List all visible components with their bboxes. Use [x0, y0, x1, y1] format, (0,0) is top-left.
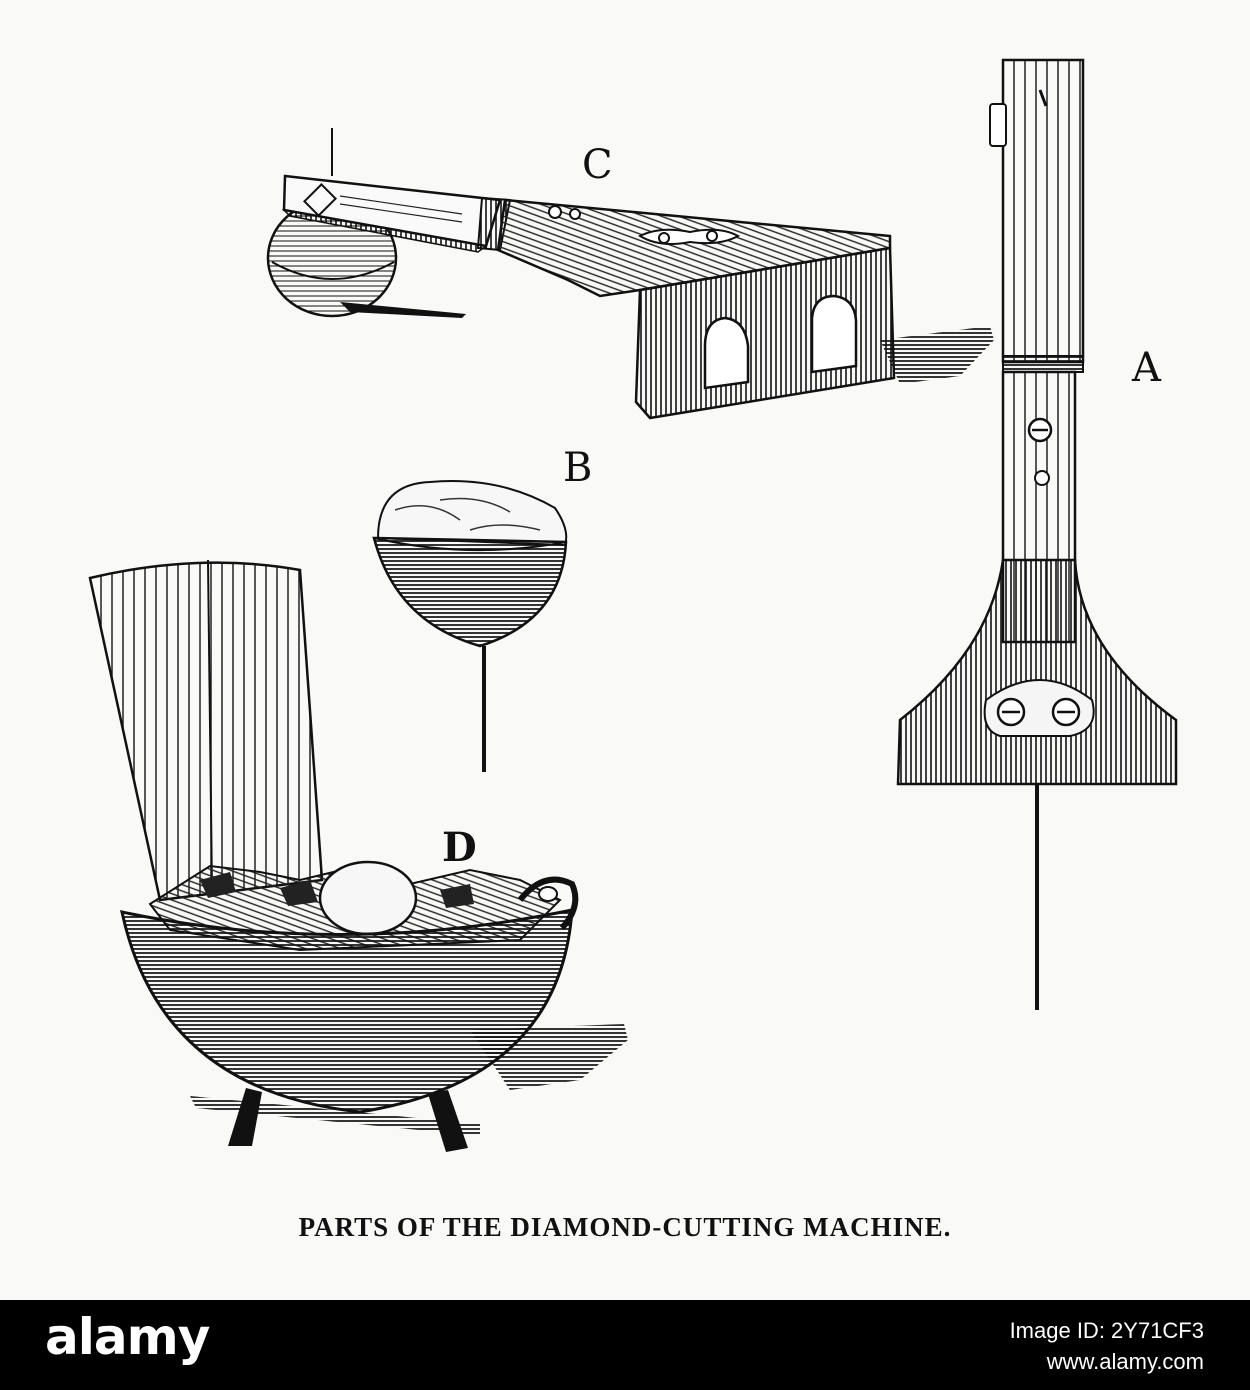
site-url: www.alamy.com	[1046, 1348, 1204, 1374]
figure-caption: PARTS OF THE DIAMOND-CUTTING MACHINE.	[298, 1212, 952, 1242]
part-d-solder-pot	[88, 559, 628, 1152]
part-c-dop-holder	[266, 128, 994, 420]
image-id-block: Image ID: 2Y71CF3 www.alamy.com	[1010, 1316, 1204, 1378]
engraving-artwork	[88, 58, 1178, 1152]
label-c: C	[582, 142, 613, 188]
part-a-tang	[896, 58, 1178, 1010]
label-b: B	[563, 445, 593, 491]
part-b-dop	[372, 480, 568, 772]
image-id: Image ID: 2Y71CF3	[1009, 1318, 1204, 1343]
brand-logo: alamy	[45, 1308, 210, 1366]
watermark-footer: alamy Image ID: 2Y71CF3 www.alamy.com	[0, 1300, 1250, 1390]
label-a: A	[1132, 345, 1161, 391]
engraving-illustration: C A B D PARTS OF THE DIAMOND-CUTTING MAC…	[88, 58, 1178, 1242]
label-d: D	[442, 824, 477, 871]
